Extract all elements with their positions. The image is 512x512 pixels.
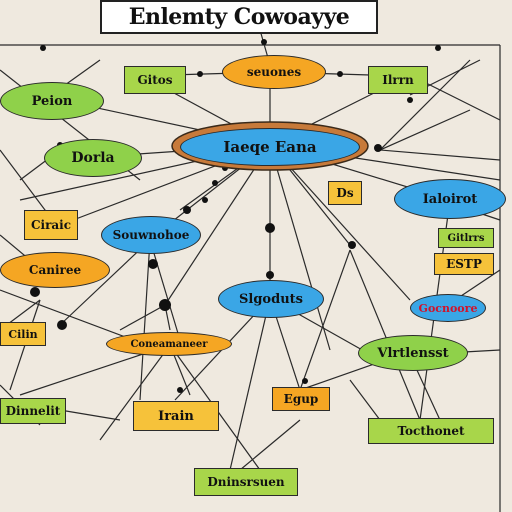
blue-center-node: Slgoduts [218,280,324,318]
green-rect-bottom-node-label: Dninsrsuen [207,475,285,489]
top-left-rect-node: Gitos [124,66,186,94]
left-rect-bottom-node: Dinnelit [0,398,66,424]
blue-center-node-label: Slgoduts [239,291,303,307]
center-node-label: Iaeqe Eana [223,138,317,156]
green-oval-right-node-label: Vlrtlensst [377,345,449,361]
yellow-rect-bottom-node-label: Irain [158,408,194,424]
orange-rect-right-node-label: Egup [283,392,319,406]
orange-oval-center-node: Coneamaneer [106,332,232,356]
left-orange-oval-node: Caniree [0,252,110,288]
top-oval-node-label: seuones [246,65,302,79]
green-oval-right-node: Vlrtlensst [358,335,468,371]
green-rect-right-bottom-node: Tocthonet [368,418,494,444]
top-right-rect-node-label: Ilrrn [382,73,414,87]
left-orange-oval-node-label: Caniree [28,263,82,277]
blue-mid-left-node-label: Souwnohoe [112,228,190,242]
left-rect-bottom-node-label: Dinnelit [5,404,61,418]
yellow-rect-bottom-node: Irain [133,401,219,431]
top-oval-node: seuones [222,55,326,89]
top-right-rect-node: Ilrrn [368,66,428,94]
left-green-oval-node-label: Peion [31,93,73,109]
diagram-title: Enlemty Cowoayye [128,4,350,30]
left-green-oval-2-node: Dorla [44,139,142,177]
right-rect-yellow-node: ESTP [434,253,494,275]
small-rect-right-node: Ds [328,181,362,205]
diagram-title-box: Enlemty Cowoayye [100,0,378,34]
right-blue-oval-node-label: Ialoirot [422,191,478,207]
right-blue-red-node: Gocnoore [410,294,486,322]
center-node: Iaeqe Eana [180,128,360,166]
right-blue-red-node-label: Gocnoore [418,301,478,315]
top-left-rect-node-label: Gitos [137,73,173,87]
blue-mid-left-node: Souwnohoe [101,216,201,254]
green-rect-bottom-node: Dninsrsuen [194,468,298,496]
left-rect-small-node-label: Cilin [8,327,38,341]
left-green-oval-node: Peion [0,82,104,120]
orange-oval-center-node-label: Coneamaneer [130,338,208,350]
left-rect-1-node-label: Ciraic [30,218,72,232]
small-rect-right-node-label: Ds [336,186,354,200]
orange-rect-right-node: Egup [272,387,330,411]
right-rect-green-node: Gitlrrs [438,228,494,248]
right-blue-oval-node: Ialoirot [394,179,506,219]
right-rect-yellow-node-label: ESTP [446,257,482,271]
left-green-oval-2-node-label: Dorla [71,150,115,166]
green-rect-right-bottom-node-label: Tocthonet [397,424,465,438]
right-rect-green-node-label: Gitlrrs [447,232,485,244]
left-rect-1-node: Ciraic [24,210,78,240]
left-rect-small-node: Cilin [0,322,46,346]
